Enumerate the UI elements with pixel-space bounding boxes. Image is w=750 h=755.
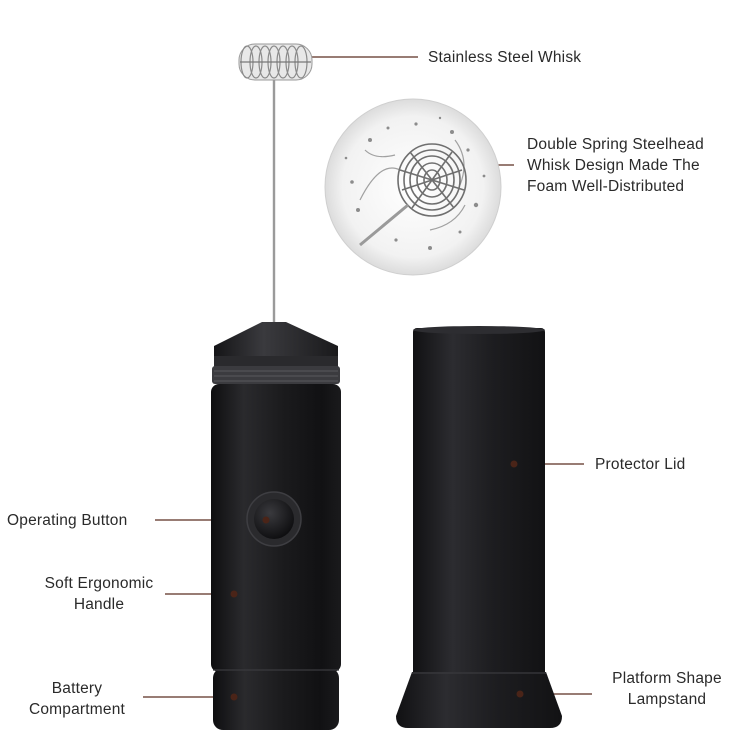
protector-lid: [413, 326, 545, 678]
label-line: Soft Ergonomic: [44, 575, 154, 592]
leader-dot-battery: [230, 693, 238, 701]
label-stainless-steel-whisk: Stainless Steel Whisk: [428, 49, 582, 66]
label-line: Lampstand: [627, 691, 707, 708]
whisk-head: [238, 43, 313, 81]
leader-dot-lid: [510, 460, 518, 468]
label-soft-ergonomic-handle: Soft Ergonomic Handle: [34, 573, 164, 615]
label-operating-button: Operating Button: [7, 512, 128, 529]
label-battery-compartment: Battery Compartment: [14, 678, 140, 720]
label-protector-lid: Protector Lid: [595, 456, 686, 473]
leader-dots: [230, 460, 524, 701]
label-line: Double Spring Steelhead: [527, 136, 704, 153]
label-double-spring: Double Spring Steelhead Whisk Design Mad…: [527, 134, 704, 197]
leader-dot-handle: [230, 590, 238, 598]
leader-dot-lampstand: [516, 690, 524, 698]
label-line: Battery: [51, 680, 103, 697]
label-line: Platform Shape: [612, 670, 722, 687]
operating-button: [246, 491, 302, 547]
label-line: Compartment: [28, 701, 126, 718]
label-line: Handle: [73, 596, 125, 613]
label-platform-lampstand: Platform Shape Lampstand: [598, 668, 736, 710]
lampstand-base: [396, 672, 562, 728]
frother-top-cap: [212, 322, 340, 384]
leader-dot-button: [262, 516, 270, 524]
label-line: Whisk Design Made The: [527, 157, 700, 174]
label-line: Foam Well-Distributed: [527, 178, 685, 195]
detail-circle: [324, 98, 502, 276]
frother-handle-body: [211, 384, 341, 730]
